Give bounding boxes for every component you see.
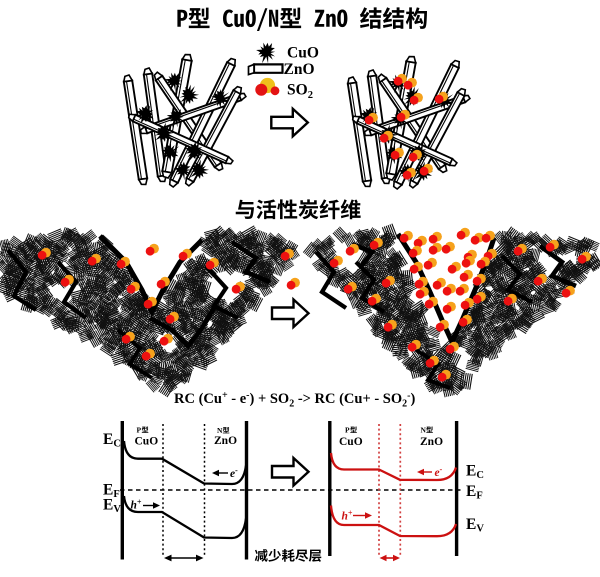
- svg-text:h+: h+: [131, 498, 142, 512]
- svg-text:N: N: [217, 426, 223, 435]
- svg-text:RC (Cu+ - e-) + SO2 -> RC (C: RC (Cu+ - e-) + SO2 -> RC (Cu+ - SO2-): [174, 390, 416, 410]
- svg-text:CuO: CuO: [135, 436, 159, 448]
- svg-text:h+: h+: [342, 509, 353, 523]
- svg-text:e-: e-: [435, 465, 443, 479]
- svg-text:CuO: CuO: [287, 45, 319, 62]
- svg-text:CuO: CuO: [339, 436, 363, 448]
- svg-text:P: P: [137, 426, 142, 435]
- svg-text:P: P: [345, 426, 350, 435]
- svg-text:ZnO: ZnO: [420, 436, 443, 448]
- svg-text:N: N: [421, 426, 427, 435]
- svg-text:ZnO: ZnO: [284, 61, 315, 78]
- svg-text:SO2: SO2: [287, 82, 313, 102]
- svg-text:ZnO: ZnO: [214, 435, 237, 447]
- svg-text:e-: e-: [230, 466, 238, 480]
